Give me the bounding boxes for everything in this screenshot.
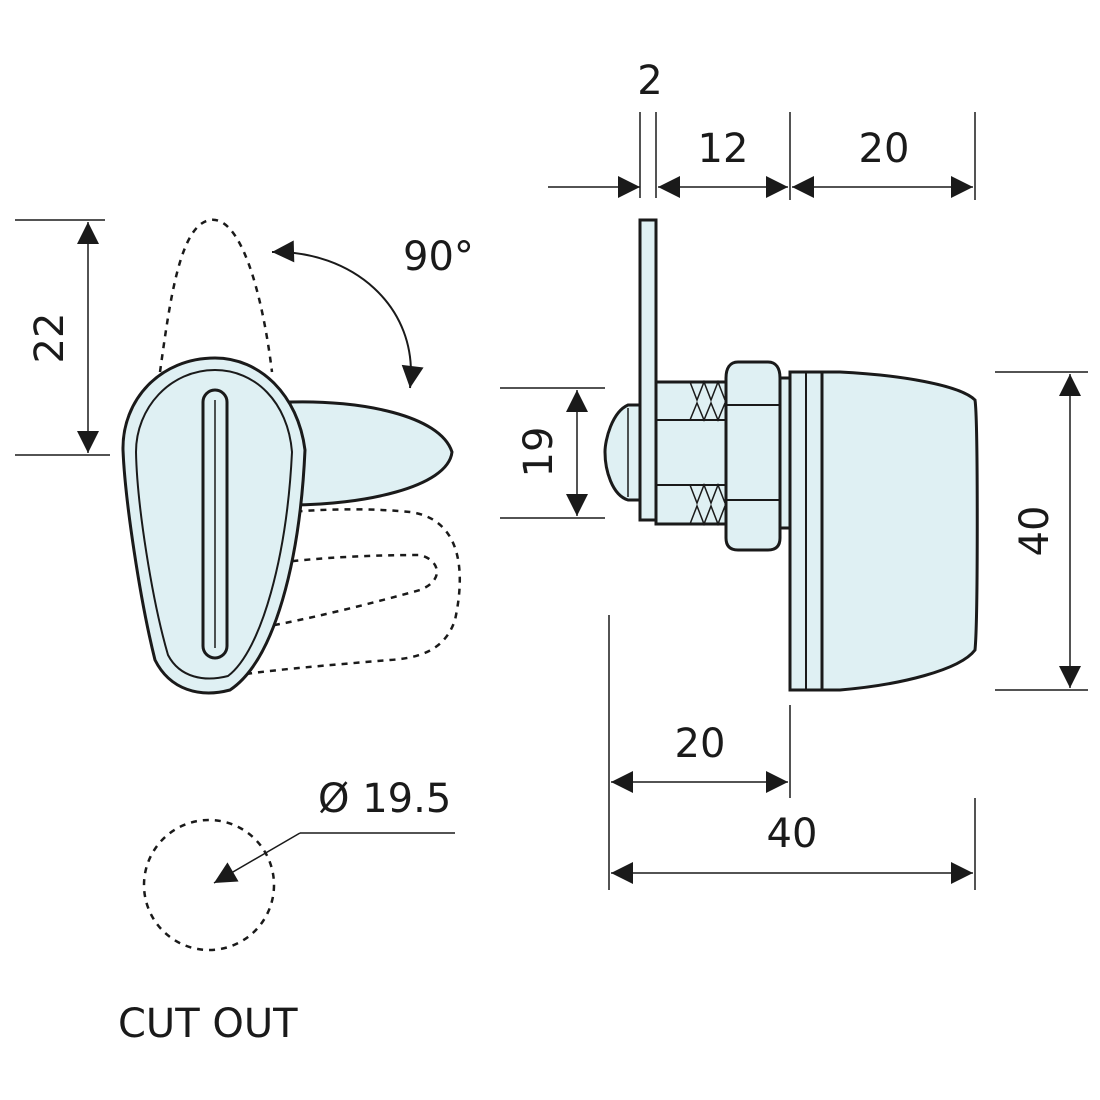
thread-marks	[689, 379, 726, 527]
thread-length-dimension: 12	[698, 126, 749, 172]
cut-out-diameter-label: Ø 19.5	[318, 776, 451, 822]
threaded-body	[654, 380, 732, 526]
cut-out-caption: CUT OUT	[118, 1001, 298, 1047]
knob-height-dimension: 40	[1012, 506, 1058, 557]
overall-length-dimension: 40	[767, 811, 818, 857]
front-view: 22 90°	[15, 218, 474, 695]
rotation-angle-label: 90°	[403, 234, 474, 280]
cut-out-circle	[142, 818, 276, 952]
hex-nut	[724, 360, 782, 552]
knob-depth-dimension: 20	[859, 126, 910, 172]
ghost-lever-upright	[158, 218, 274, 373]
front-height-dimension: 22	[27, 313, 73, 364]
rotation-arc	[271, 240, 424, 389]
ghost-lever-down	[177, 508, 462, 677]
side-view: 2 12 20 19	[500, 58, 1088, 890]
plate-thickness-dimension: 2	[637, 58, 662, 104]
cam-plate	[638, 218, 658, 522]
plug-tip	[603, 403, 642, 502]
knob-side	[788, 370, 979, 692]
body-diameter-dimension: 19	[516, 427, 562, 478]
knob-inner	[134, 368, 294, 680]
body-length-dimension: 20	[675, 721, 726, 767]
cut-out-view: Ø 19.5 CUT OUT	[118, 776, 455, 1047]
lever-wing	[288, 400, 454, 507]
